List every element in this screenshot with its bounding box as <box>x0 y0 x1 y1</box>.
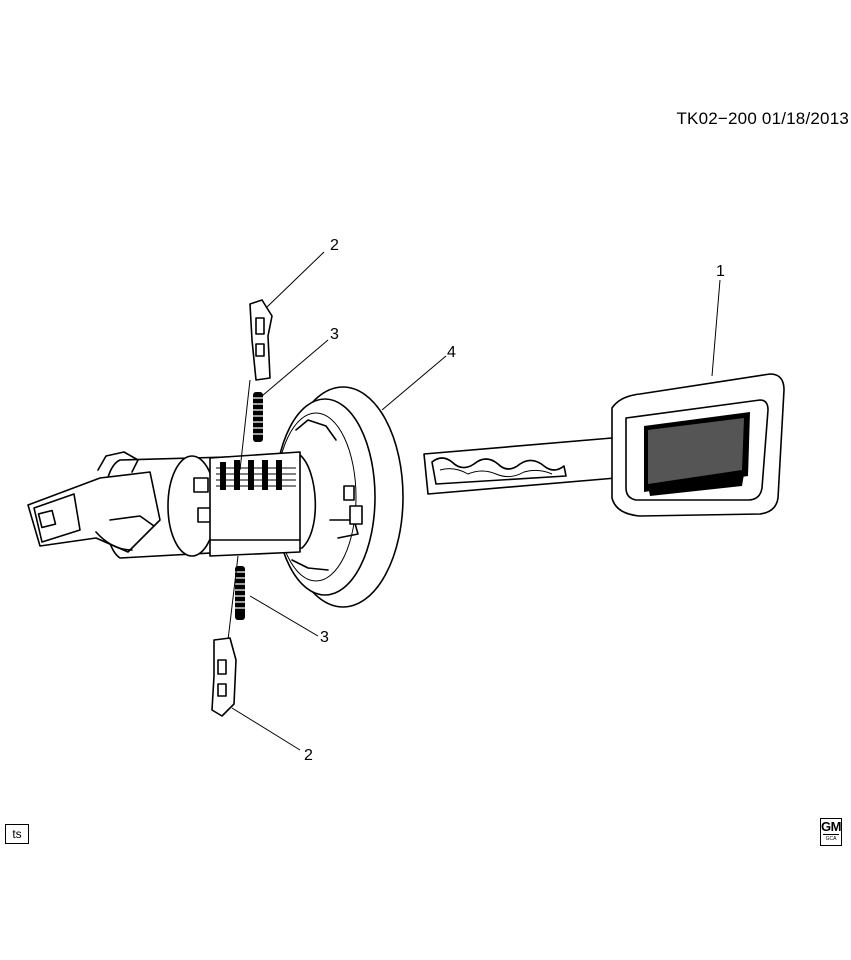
gm-logo-icon: GM GCA <box>820 818 842 846</box>
ts-label-box: ts <box>5 824 29 844</box>
document-id: TK02−200 01/18/2013 <box>676 109 849 128</box>
gm-logo-text: GM <box>821 819 841 834</box>
gm-logo-subtext: GCA <box>823 834 839 843</box>
retainer-top <box>239 299 273 471</box>
leader-lines <box>231 251 721 751</box>
spring-bottom <box>235 566 245 620</box>
callout-spring-top: 3 <box>330 326 339 343</box>
key <box>423 373 785 517</box>
callout-retainer-bottom: 2 <box>304 747 313 764</box>
lock-cylinder <box>27 451 317 559</box>
retainer-bottom <box>211 555 239 717</box>
callout-bezel: 4 <box>447 344 456 361</box>
spring-top <box>253 392 263 442</box>
callout-retainer-top: 2 <box>330 237 339 254</box>
callout-spring-bottom: 3 <box>320 629 329 646</box>
callout-key: 1 <box>716 263 725 280</box>
